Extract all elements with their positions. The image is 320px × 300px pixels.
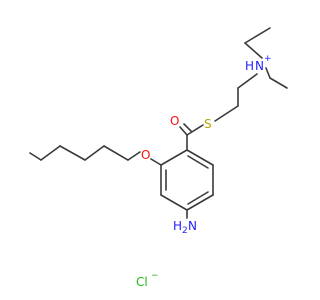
carbonyl-oxygen-label: O	[170, 114, 179, 128]
bond-hexyl-2	[103, 145, 129, 161]
bond-ring-inner-1	[187, 155, 209, 169]
bond-ring-6	[160, 149, 188, 166]
bond-hexyl-3	[84, 145, 105, 161]
bond-o-hexyl-1	[127, 151, 141, 161]
bond-ring-4	[160, 194, 188, 211]
bond-carbonyl-o-2	[183, 123, 192, 132]
bond-ring-ether-o	[150, 158, 162, 166]
bond-hexyl-6	[29, 152, 42, 161]
bond-n-ethyl1-a	[244, 42, 263, 59]
amine-hydrogens-label: H	[173, 219, 182, 233]
bond-carbonyl-o-1	[179, 126, 188, 136]
chloride-charge-label: −	[151, 271, 159, 281]
amine-hydrogen-count-label: 2	[182, 226, 188, 236]
bond-ring-1	[186, 149, 214, 166]
molecule-structure: O S N H + O H 2 N Cl −	[29, 27, 288, 289]
ammonium-hydrogen-label: H	[245, 59, 254, 73]
sulfur-label: S	[204, 117, 212, 131]
bond-n-ethyl1-b	[244, 27, 271, 44]
chloride-label: Cl	[136, 275, 148, 289]
bond-carbonyl-s	[186, 124, 204, 136]
bond-ch2-n	[237, 73, 258, 89]
amine-nitrogen-label: N	[188, 219, 197, 233]
bond-hexyl-4	[59, 145, 86, 161]
bond-s-ch2	[214, 105, 239, 122]
bonds	[29, 27, 288, 219]
ammonium-charge-label: +	[264, 54, 272, 64]
bond-hexyl-5	[40, 145, 61, 161]
bond-ring-3	[186, 194, 214, 211]
ether-oxygen-label: O	[141, 148, 150, 162]
bond-ring-inner-2	[187, 191, 209, 205]
ammonium-nitrogen-label: N	[255, 59, 264, 73]
bond-n-ethyl2-b	[269, 77, 288, 89]
bond-n-ethyl2-a	[265, 67, 271, 79]
